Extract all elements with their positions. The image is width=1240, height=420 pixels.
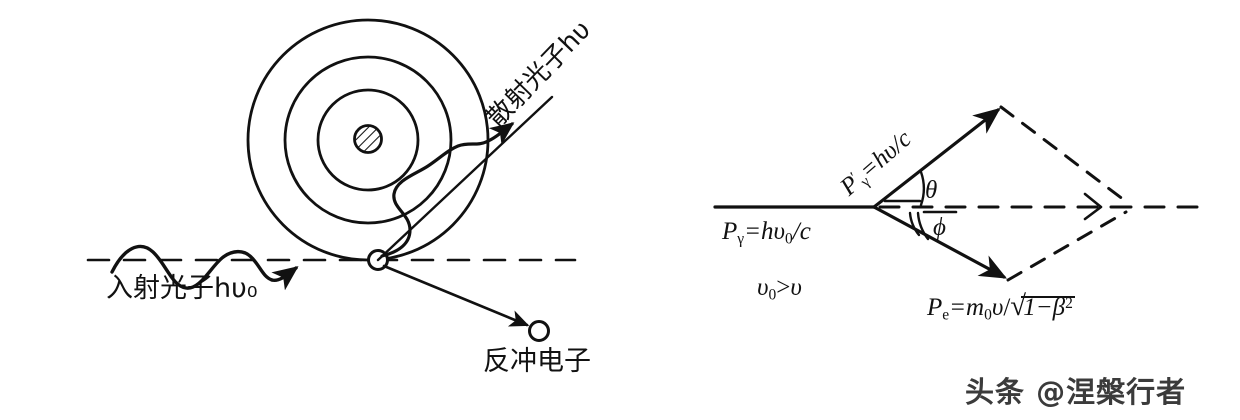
p-gamma-tail: /c — [792, 218, 811, 245]
pe-subscript: e — [942, 306, 950, 324]
watermark-text: 头条 @涅槃行者 — [965, 375, 1187, 409]
radical-sign: √ — [1010, 290, 1027, 323]
atom-nucleus — [353, 124, 383, 154]
watermark: 头条 @涅槃行者 — [965, 369, 1186, 411]
scattered-photon-ray — [376, 95, 554, 262]
p-gamma-zero: 0 — [785, 230, 793, 248]
left-panel-group — [86, 18, 577, 342]
square-root-group: √1−β2 — [1010, 290, 1075, 323]
radical-bar — [1021, 296, 1075, 298]
phi-symbol: ϕ — [933, 214, 946, 241]
recoil-electron-text: 反冲电子 — [483, 346, 591, 377]
incident-photon-label: 入射光子hυ₀ — [106, 275, 258, 302]
p-gamma-equals: =hυ — [744, 218, 785, 245]
pe-symbol: P — [927, 294, 943, 321]
radicand-expr: 1−β — [1023, 294, 1066, 321]
recoil-electron-ray — [382, 264, 530, 327]
gamma-subscript: γ — [737, 230, 745, 248]
atom-shell-middle — [283, 55, 453, 225]
parallelogram-side-lower — [1006, 210, 1128, 282]
scattered-momentum-vector — [872, 107, 1001, 209]
phi-angle-label: ϕ — [933, 215, 946, 240]
scattered-photon-wave — [380, 140, 488, 258]
radicand: 1−β2 — [1011, 294, 1075, 321]
resultant-axis-arrowhead — [1083, 192, 1103, 221]
upsilon-right: υ — [790, 274, 802, 301]
incident-momentum-label: Pγ=hυ0/c — [722, 219, 811, 247]
incident-photon-text: 入射光子hυ₀ — [106, 273, 258, 304]
theta-angle-arc — [919, 170, 925, 207]
theta-symbol: θ — [925, 177, 938, 204]
electron-momentum-vector — [872, 205, 1007, 279]
radicand-exponent: 2 — [1065, 295, 1073, 313]
pe-slash: / — [1003, 294, 1011, 321]
electron-momentum-label: Pe=m0υ/√1−β2 — [927, 290, 1075, 324]
greater-than-sign: > — [776, 274, 791, 301]
recoil-electron-label: 反冲电子 — [483, 348, 591, 375]
scattered-photon-wave-arrow-segment — [484, 122, 515, 146]
phi-angle-arc-inner — [908, 211, 921, 237]
atom-shell-inner — [316, 88, 420, 192]
theta-angle-label: θ — [925, 178, 937, 203]
parallelogram-side-upper — [999, 105, 1130, 205]
pe-mass-zero: 0 — [984, 306, 992, 324]
pe-velocity: υ — [991, 294, 1004, 321]
phi-angle-arc-outer — [916, 211, 930, 241]
incident-photon-wave — [110, 244, 274, 290]
upsilon-zero-sub: 0 — [768, 286, 777, 304]
recoil-electron-particle — [528, 320, 550, 342]
p-symbol: P — [722, 218, 738, 245]
incident-photon-wave-arrow-segment — [270, 266, 299, 291]
pe-equals: =m — [949, 294, 985, 321]
velocity-inequality-label: υ0>υ — [757, 275, 802, 303]
right-panel-group — [713, 105, 1202, 282]
upsilon-zero: υ — [757, 274, 769, 301]
